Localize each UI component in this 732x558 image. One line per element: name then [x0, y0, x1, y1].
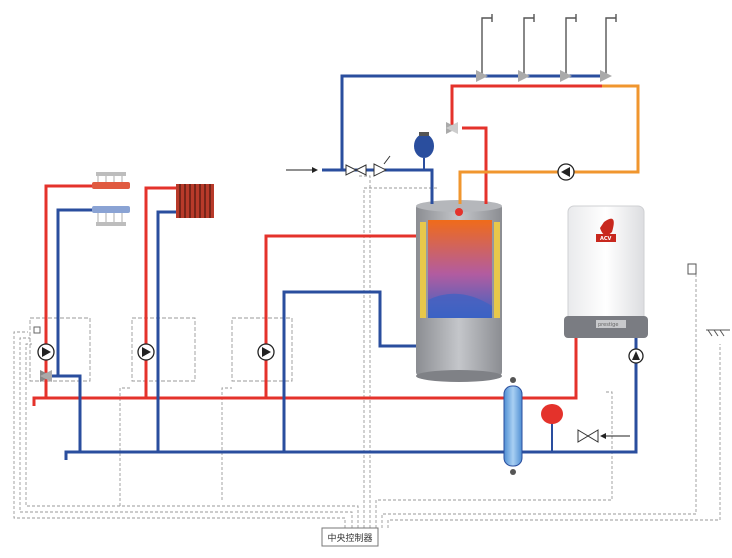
wire-valve — [358, 175, 371, 528]
cold-inlet — [322, 168, 434, 204]
expansion-vessel-dhw — [414, 132, 434, 170]
wire-tank — [363, 187, 438, 528]
shower-outlets — [476, 14, 617, 82]
zone-box-1 — [29, 317, 91, 382]
shower-3 — [560, 14, 577, 82]
dhw-cold-supply — [340, 74, 602, 170]
zone3-return — [282, 290, 422, 452]
pump-zone-2 — [137, 343, 155, 361]
boiler-brand: prestige — [598, 322, 618, 328]
safety-valve — [373, 155, 391, 177]
underfloor-manifold — [92, 172, 130, 226]
expansion-vessel-heating — [541, 404, 563, 452]
zone3-supply — [264, 234, 422, 398]
dhw-hot-supply — [450, 84, 602, 128]
boiler-logo-text: ACV — [600, 236, 612, 242]
zone-1-underfloor — [44, 184, 94, 452]
zone1-mix-line — [46, 374, 82, 452]
acv-logo-icon: ACV — [596, 218, 616, 242]
controller-label: 中央控制器 — [327, 532, 372, 544]
dhw-thermostatic-valve — [446, 122, 458, 134]
wire-bus-1 — [13, 331, 346, 528]
ground-icon — [706, 329, 730, 337]
zone-3-tank-coil — [264, 234, 422, 452]
wire-outdoor — [381, 272, 697, 528]
zone-2-radiator — [144, 186, 178, 452]
wire-zone3 — [221, 387, 232, 500]
boiler-pump — [628, 348, 644, 364]
hot-outlet — [462, 126, 488, 204]
pump-zone-3 — [257, 343, 275, 361]
wire-sep — [387, 344, 721, 528]
boiler: prestige ACV — [564, 205, 648, 338]
boiler-return — [508, 338, 638, 454]
control-wiring — [13, 175, 721, 528]
zone-box-3 — [231, 317, 293, 382]
zone2-return — [156, 210, 176, 452]
shower-2 — [518, 14, 535, 82]
zone1-supply — [44, 184, 94, 398]
wire-zone2 — [119, 387, 132, 506]
mixing-valve-zone-1 — [40, 370, 52, 382]
inlet-valve — [345, 164, 367, 176]
hot-water-tank — [416, 200, 502, 382]
boiler-supply — [508, 338, 578, 400]
zone2-supply — [144, 186, 178, 398]
shower-1 — [476, 14, 493, 82]
zone-pumps — [33, 326, 275, 382]
zone1-return — [56, 208, 94, 376]
wire-bus-3 — [25, 343, 359, 528]
central-controller: 中央控制器 — [321, 527, 379, 547]
recirc-return — [458, 84, 640, 204]
fill-valve — [577, 429, 599, 443]
zone-boxes — [29, 317, 293, 382]
hydraulic-separator — [503, 377, 523, 475]
wire-boiler — [375, 391, 613, 528]
recirc-pump — [557, 163, 575, 181]
wire-bus-2 — [19, 337, 353, 528]
manifold-return-bar — [92, 206, 130, 213]
pump-zone-1 — [37, 343, 55, 361]
supply-header — [32, 396, 508, 406]
temp-sensor-zone-1 — [33, 326, 41, 334]
radiator — [176, 184, 214, 218]
return-header — [64, 450, 508, 460]
manifold-supply-bar — [92, 182, 130, 189]
shower-4 — [600, 14, 617, 82]
zone-box-2 — [131, 317, 196, 382]
outdoor-sensor-icon — [687, 263, 697, 275]
